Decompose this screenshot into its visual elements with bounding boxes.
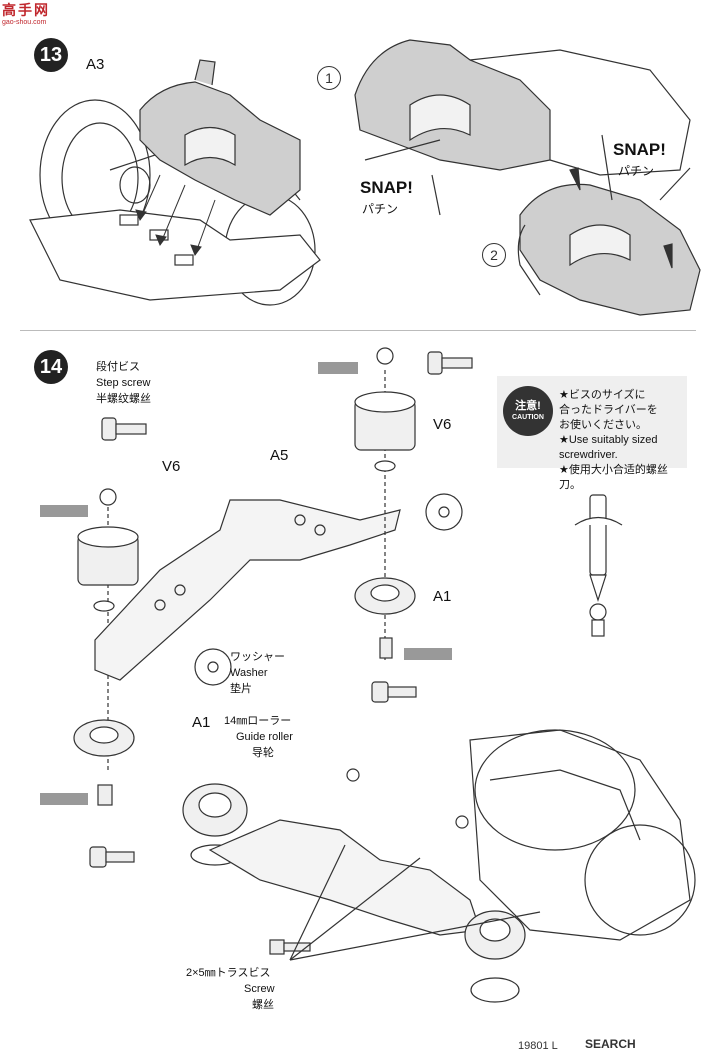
- step-divider: [20, 330, 696, 331]
- a3-label: A3: [86, 56, 105, 73]
- substep-1-badge: 1: [317, 66, 341, 90]
- left-roller-stack: [73, 488, 139, 868]
- screw-jp: 2×5㎜トラスビス: [186, 967, 271, 979]
- step-screw-en: Step screw: [96, 377, 151, 389]
- a5-label: A5: [270, 447, 289, 464]
- snap-left-en: SNAP!: [360, 178, 413, 197]
- caution-badge: 注意! CAUTION: [503, 386, 553, 436]
- watermark-url: gao-shou.com: [2, 19, 47, 26]
- washer-drawing: [194, 493, 463, 686]
- step-13-badge: 13: [34, 38, 68, 72]
- a3-insert-arrows: [135, 174, 216, 257]
- footer-search: SEARCH: [585, 1037, 636, 1051]
- washer-jp: ワッシャー: [230, 651, 285, 663]
- step-screw-sample-left: [101, 417, 147, 441]
- caution-line: screwdriver.: [559, 449, 618, 461]
- substep-2-badge: 2: [482, 243, 506, 267]
- caution-badge-en: CAUTION: [512, 414, 544, 421]
- caution-badge-jp: 注意!: [515, 400, 541, 412]
- guide-roller-jp: 14㎜ローラー: [224, 715, 292, 727]
- snap-right-jp: パチン: [618, 164, 655, 178]
- snap-right-en: SNAP!: [613, 140, 666, 159]
- footer-code: 19801 L: [518, 1040, 558, 1052]
- step-screw-jp: 段付ビス: [96, 361, 140, 373]
- caution-line: ★使用大小合适的螺丝刀。: [559, 464, 668, 491]
- screw-en: Screw: [244, 983, 275, 995]
- right-roller-stack: [354, 347, 473, 703]
- a3-cover-drawing: [139, 59, 301, 216]
- assembled-chassis-drawing: [182, 729, 696, 1003]
- a1-left-label: A1: [192, 714, 211, 731]
- screw-cn: 螺丝: [252, 999, 274, 1011]
- step-14-badge: 14: [34, 350, 68, 384]
- a1-right-label: A1: [433, 588, 452, 605]
- watermark-logo: 高手网 gao-shou.com: [2, 2, 72, 30]
- screwdriver-drawing: [574, 494, 623, 637]
- washer-en: Washer: [230, 667, 268, 679]
- guide-roller-en: Guide roller: [236, 731, 293, 743]
- step-screw-cn: 半螺纹螺丝: [96, 393, 151, 405]
- caution-line: 合ったドライバーを: [559, 404, 658, 416]
- step13-closeup-view: [517, 134, 701, 316]
- snap-left-jp: パチン: [362, 202, 399, 216]
- caution-line: ★Use suitably sized: [559, 434, 658, 446]
- caution-text: ★ビスのサイズに 合ったドライバーを お使いください。 ★Use suitabl…: [559, 388, 687, 493]
- a5-plate-drawing: [94, 499, 401, 681]
- guide-roller-cn: 导轮: [252, 747, 274, 759]
- v6-right-label: V6: [433, 416, 452, 433]
- caution-line: ★ビスのサイズに: [559, 389, 646, 401]
- step13-snapped-view: [354, 39, 691, 216]
- caution-line: お使いください。: [559, 419, 647, 431]
- caution-box: 注意! CAUTION ★ビスのサイズに 合ったドライバーを お使いください。 …: [497, 376, 687, 491]
- watermark-site: 高手网: [2, 2, 50, 18]
- pointer-bars: [40, 362, 452, 805]
- washer-cn: 垫片: [230, 683, 252, 695]
- v6-left-label: V6: [162, 458, 181, 475]
